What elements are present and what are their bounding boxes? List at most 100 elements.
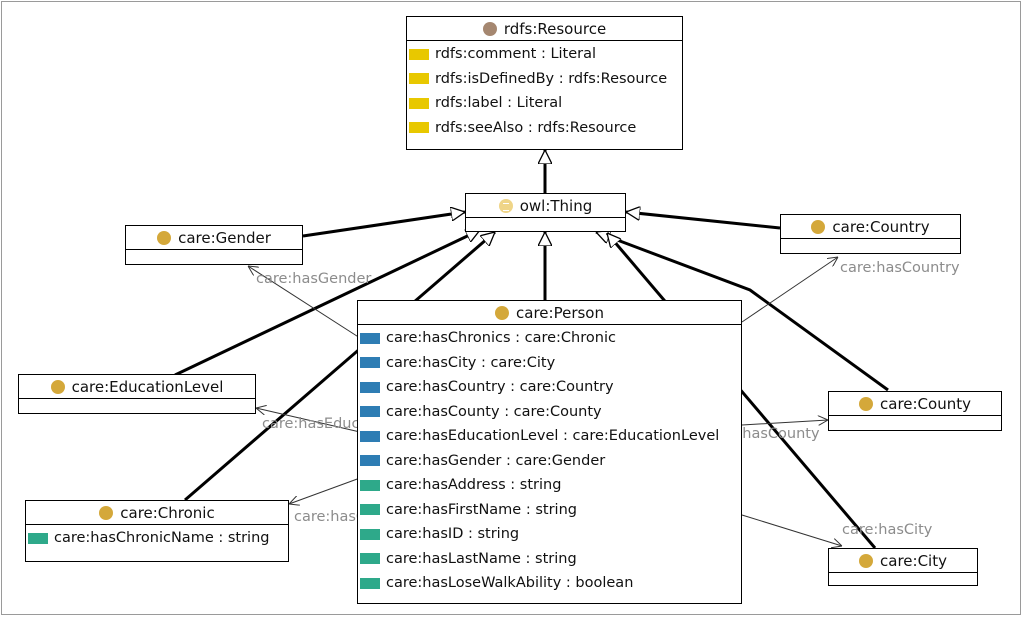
attribute-text: rdfs:label : Literal bbox=[435, 95, 563, 112]
class-icon bbox=[157, 230, 172, 245]
class-name: care:Gender bbox=[178, 228, 271, 247]
class-icon bbox=[50, 379, 65, 394]
edge-has-education bbox=[256, 408, 361, 433]
class-header: care:County bbox=[829, 392, 1001, 416]
attribute-row: care:hasGender : care:Gender bbox=[358, 449, 741, 474]
class-icon bbox=[811, 219, 826, 234]
data-property-icon bbox=[360, 528, 380, 540]
resource-icon bbox=[482, 21, 497, 36]
class-name: care:Chronic bbox=[120, 503, 215, 522]
edge-has-city bbox=[741, 514, 842, 546]
attribute-list: care:hasChronics : care:Chronic care:has… bbox=[358, 325, 741, 598]
isa-education-thing bbox=[174, 228, 480, 377]
attribute-text: care:hasCountry : care:Country bbox=[386, 379, 614, 396]
attribute-row: care:hasLastName : string bbox=[358, 547, 741, 572]
attribute-row: rdfs:comment : Literal bbox=[407, 42, 682, 67]
object-property-icon bbox=[360, 406, 380, 418]
class-header: care:Gender bbox=[126, 226, 302, 250]
edge-label-has-gender: care:hasGender bbox=[256, 271, 372, 287]
attribute-text: care:hasChronics : care:Chronic bbox=[386, 330, 616, 347]
object-property-icon bbox=[360, 455, 380, 467]
attribute-text: care:hasGender : care:Gender bbox=[386, 452, 606, 469]
class-box-city[interactable]: care:City bbox=[828, 548, 978, 586]
class-box-chronic[interactable]: care:Chronic care:hasChronicName : strin… bbox=[25, 500, 289, 562]
class-box-education-level[interactable]: care:EducationLevel bbox=[18, 374, 256, 414]
edge-label-has-city: care:hasCity bbox=[842, 522, 933, 538]
class-name: rdfs:Resource bbox=[503, 19, 607, 38]
class-box-gender[interactable]: care:Gender bbox=[125, 225, 303, 265]
attribute-text: rdfs:comment : Literal bbox=[435, 46, 597, 63]
object-property-icon bbox=[360, 332, 380, 344]
class-name: owl:Thing bbox=[519, 196, 593, 215]
attribute-text: rdfs:isDefinedBy : rdfs:Resource bbox=[435, 70, 668, 87]
attribute-list: care:hasChronicName : string bbox=[26, 525, 288, 553]
isa-chronic-thing bbox=[184, 230, 495, 502]
class-header: care:EducationLevel bbox=[19, 375, 255, 399]
attribute-row: care:hasID : string bbox=[358, 522, 741, 547]
edge-has-chronics bbox=[289, 477, 361, 504]
edge-label-has-country: care:hasCountry bbox=[840, 260, 960, 276]
attribute-text: rdfs:seeAlso : rdfs:Resource bbox=[435, 119, 637, 136]
attribute-text: care:hasLoseWalkAbility : boolean bbox=[386, 575, 634, 592]
class-box-resource[interactable]: rdfs:Resource rdfs:comment : Literal rdf… bbox=[406, 16, 683, 150]
class-box-person[interactable]: care:Person care:hasChronics : care:Chro… bbox=[357, 300, 742, 604]
class-name: care:County bbox=[880, 394, 971, 413]
attribute-row: rdfs:label : Literal bbox=[407, 91, 682, 116]
attribute-text: care:hasCity : care:City bbox=[386, 354, 556, 371]
object-property-icon bbox=[360, 357, 380, 369]
attribute-row: care:hasCity : care:City bbox=[358, 351, 741, 376]
attribute-text: care:hasFirstName : string bbox=[386, 501, 577, 518]
class-icon bbox=[859, 396, 873, 411]
isa-county-thing bbox=[596, 232, 889, 392]
class-header: care:Person bbox=[358, 301, 741, 325]
isa-gender-thing bbox=[302, 212, 465, 238]
attribute-row: care:hasLoseWalkAbility : boolean bbox=[358, 571, 741, 596]
class-icon bbox=[495, 305, 510, 320]
data-property-icon bbox=[360, 479, 380, 491]
attribute-row: care:hasChronicName : string bbox=[26, 526, 288, 551]
attribute-row: care:hasFirstName : string bbox=[358, 498, 741, 523]
attribute-row: rdfs:isDefinedBy : rdfs:Resource bbox=[407, 67, 682, 92]
attribute-text: care:hasChronicName : string bbox=[54, 530, 270, 547]
class-header: owl:Thing bbox=[466, 194, 625, 218]
class-icon bbox=[99, 505, 114, 520]
attribute-row: care:hasCountry : care:Country bbox=[358, 375, 741, 400]
class-header: care:Chronic bbox=[26, 501, 288, 525]
class-name: care:Country bbox=[832, 217, 930, 236]
class-box-country[interactable]: care:Country bbox=[780, 214, 961, 254]
attribute-row: care:hasChronics : care:Chronic bbox=[358, 326, 741, 351]
attribute-text: care:hasCounty : care:County bbox=[386, 403, 602, 420]
class-name: care:City bbox=[880, 551, 947, 570]
data-property-icon bbox=[360, 577, 380, 589]
attribute-text: care:hasAddress : string bbox=[386, 477, 562, 494]
attribute-row: care:hasAddress : string bbox=[358, 473, 741, 498]
class-header: care:City bbox=[829, 549, 977, 573]
attribute-row: care:hasEducationLevel : care:EducationL… bbox=[358, 424, 741, 449]
attribute-row: rdfs:seeAlso : rdfs:Resource bbox=[407, 116, 682, 141]
isa-country-thing bbox=[626, 212, 781, 230]
class-icon bbox=[859, 553, 874, 568]
edge-has-gender bbox=[248, 266, 361, 339]
annotation-property-icon bbox=[409, 73, 429, 85]
attribute-list: rdfs:comment : Literal rdfs:isDefinedBy … bbox=[407, 41, 682, 142]
annotation-property-icon bbox=[409, 97, 429, 109]
class-name: care:EducationLevel bbox=[71, 377, 224, 396]
attribute-text: care:hasID : string bbox=[386, 526, 520, 543]
edge-has-county bbox=[741, 420, 828, 425]
class-header: care:Country bbox=[781, 215, 960, 239]
object-property-icon bbox=[360, 381, 380, 393]
thing-icon bbox=[498, 198, 513, 213]
attribute-text: care:hasLastName : string bbox=[386, 550, 577, 567]
class-box-thing[interactable]: owl:Thing bbox=[465, 193, 626, 232]
class-box-county[interactable]: care:County bbox=[828, 391, 1002, 431]
attribute-row: care:hasCounty : care:County bbox=[358, 400, 741, 425]
attribute-text: care:hasEducationLevel : care:EducationL… bbox=[386, 428, 720, 445]
class-header: rdfs:Resource bbox=[407, 17, 682, 41]
annotation-property-icon bbox=[409, 48, 429, 60]
data-property-icon bbox=[28, 532, 48, 544]
object-property-icon bbox=[360, 430, 380, 442]
class-name: care:Person bbox=[516, 303, 604, 322]
edge-has-country bbox=[741, 257, 838, 323]
data-property-icon bbox=[360, 553, 380, 565]
